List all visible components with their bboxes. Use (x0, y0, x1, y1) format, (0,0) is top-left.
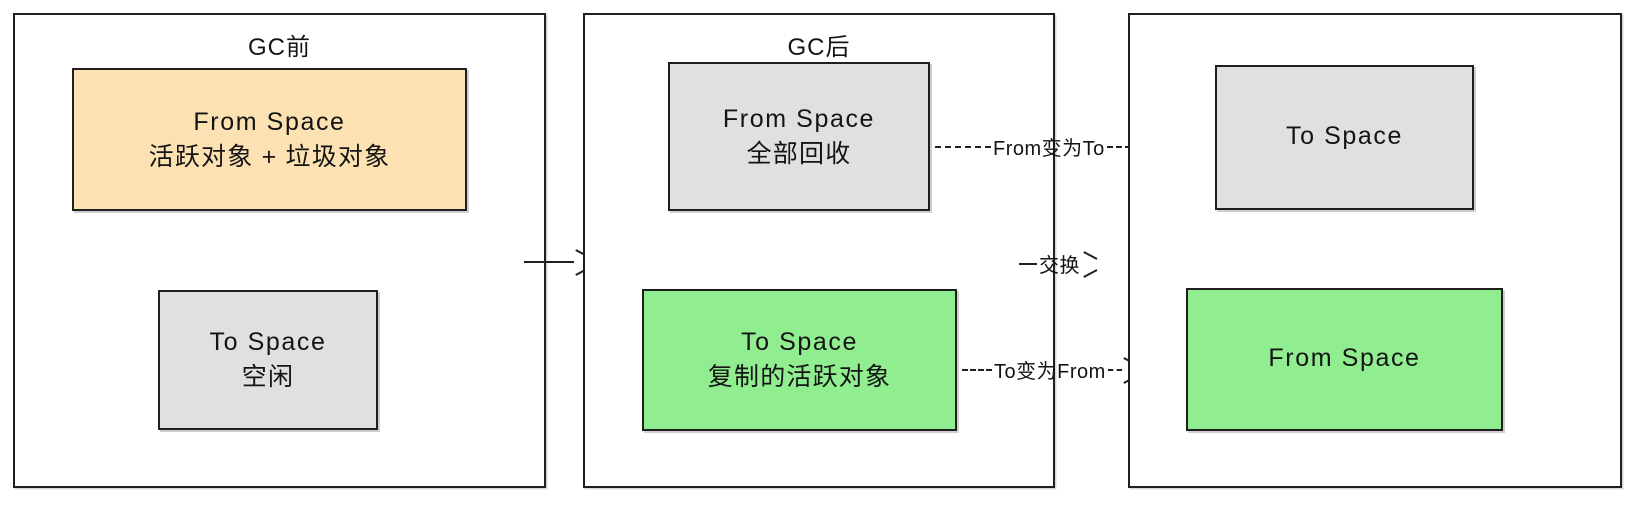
box-to-space-before: To Space 空闲 (158, 290, 378, 430)
box-from-space-swapped: From Space (1186, 288, 1503, 431)
arrow-head-icon (1082, 256, 1095, 272)
connector-from-becomes-to: From变为To (935, 132, 1162, 161)
box-label-en: From Space (193, 107, 346, 136)
box-label-cn: 空闲 (241, 363, 295, 391)
box-from-space-after: From Space 全部回收 (668, 62, 930, 211)
box-to-space-after: To Space 复制的活跃对象 (642, 289, 957, 431)
panel-title-before-gc: GC前 (248, 34, 311, 61)
connector-line (1107, 368, 1122, 371)
connector-line (1019, 262, 1037, 265)
box-label-cn: 复制的活跃对象 (707, 363, 892, 391)
box-label-en: To Space (740, 328, 859, 356)
panel-title-after-gc: GC后 (787, 34, 851, 61)
connector-line (935, 145, 991, 148)
connector-line (524, 261, 574, 263)
box-label-cn: 活跃对象 + 垃圾对象 (148, 142, 391, 171)
box-label-en: To Space (209, 328, 327, 356)
connector-line (962, 368, 992, 371)
connector-to-becomes-from: To变为From (962, 355, 1135, 384)
connector-label: 交换 (1039, 255, 1080, 277)
box-label-en: From Space (1268, 344, 1421, 372)
box-from-space-before: From Space 活跃对象 + 垃圾对象 (72, 68, 467, 211)
box-label-en: To Space (1285, 122, 1404, 150)
connector-swap: 交换 (1019, 249, 1095, 278)
box-label-en: From Space (722, 104, 876, 133)
connector-label: To变为From (994, 361, 1106, 383)
box-label-cn: 全部回收 (746, 139, 852, 168)
connector-label: From变为To (993, 138, 1105, 160)
box-to-space-swapped: To Space (1215, 65, 1474, 210)
connector-panel1-to-panel2 (524, 254, 591, 270)
connector-line (1106, 145, 1149, 148)
